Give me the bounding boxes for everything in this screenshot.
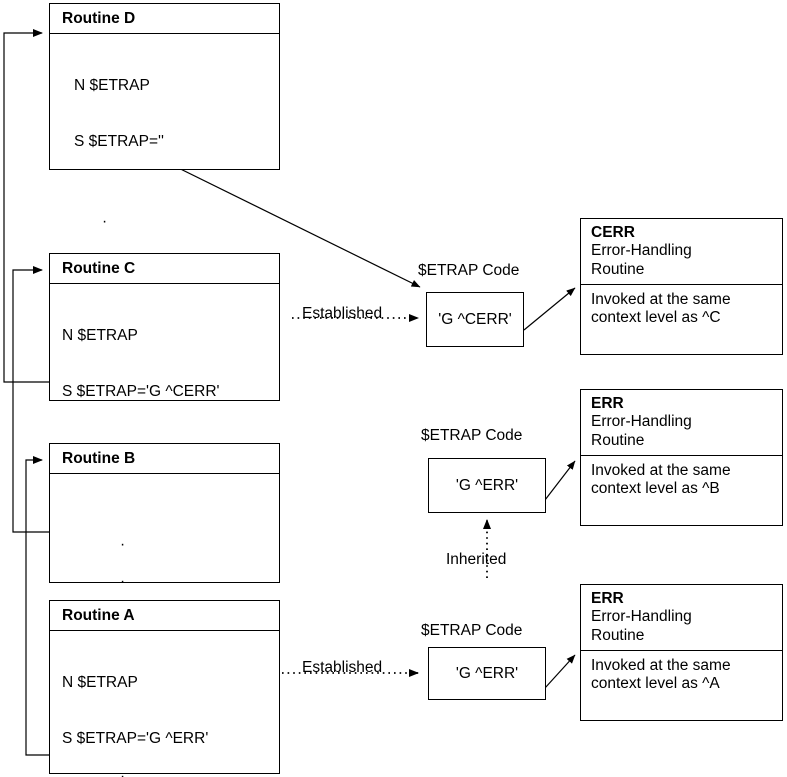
routine-a-header: Routine A	[50, 601, 279, 631]
routine-c-line-2: S $ETRAP='G ^CERR'	[62, 382, 220, 400]
routine-b-box[interactable]: Routine B · · · D ^C · · ·	[49, 443, 280, 777]
routine-a-body: N $ETRAP S $ETRAP='G ^ERR' · · · D ^B	[50, 631, 279, 777]
handler-cerr-top: CERR Error-Handling Routine	[581, 219, 782, 285]
call-edge-b-to-c	[12, 266, 49, 533]
dot: ·	[120, 535, 126, 553]
handler-err-b-top: ERR Error-Handling Routine	[581, 390, 782, 456]
routine-d-header: Routine D	[50, 4, 279, 34]
routine-a-box[interactable]: Routine A N $ETRAP S $ETRAP='G ^ERR' · ·…	[49, 600, 280, 774]
etrap-label-top: $ETRAP Code	[418, 262, 520, 279]
handler-box-err-b[interactable]: ERR Error-Handling Routine Invoked at th…	[580, 389, 783, 526]
edge-label-established-top: Established	[302, 305, 383, 322]
etrap-code-box-err-b[interactable]: 'G ^ERR'	[428, 458, 546, 513]
handler-desc-line-2: Routine	[591, 260, 645, 278]
etrap-to-cerr-edge	[523, 287, 576, 331]
handler-name: ERR	[591, 590, 624, 607]
routine-c-box[interactable]: Routine C N $ETRAP S $ETRAP='G ^CERR' · …	[49, 253, 280, 634]
handler-err-a-note: Invoked at the same context level as ^A	[581, 651, 782, 699]
handler-err-a-top: ERR Error-Handling Routine	[581, 585, 782, 651]
handler-desc-line-1: Error-Handling	[591, 413, 692, 431]
routine-c-header: Routine C	[50, 254, 279, 284]
handler-note-line-2: context level as ^A	[591, 675, 720, 693]
handler-desc-line-1: Error-Handling	[591, 608, 692, 626]
handler-name: ERR	[591, 395, 624, 412]
etrap-to-err-b-edge	[544, 460, 576, 501]
handler-box-cerr[interactable]: CERR Error-Handling Routine Invoked at t…	[580, 218, 783, 355]
etrap-code-text: 'G ^CERR'	[438, 310, 512, 328]
routine-b-header: Routine B	[50, 444, 279, 474]
handler-cerr-note: Invoked at the same context level as ^C	[581, 285, 782, 333]
handler-desc-line-2: Routine	[591, 626, 645, 644]
etrap-code-box-cerr[interactable]: 'G ^CERR'	[426, 292, 524, 347]
routine-d-line-2: S $ETRAP=''	[74, 132, 164, 150]
routine-a-line-2: S $ETRAP='G ^ERR'	[62, 729, 209, 747]
handler-box-err-a[interactable]: ERR Error-Handling Routine Invoked at th…	[580, 584, 783, 721]
handler-note-line-1: Invoked at the same	[591, 290, 731, 308]
etrap-label-bottom: $ETRAP Code	[421, 622, 523, 639]
edge-label-inherited: Inherited	[446, 551, 507, 568]
etrap-label-middle: $ETRAP Code	[421, 427, 523, 444]
call-edge-c-to-d	[3, 29, 49, 383]
call-edge-a-to-b	[25, 456, 49, 756]
handler-desc-line-2: Routine	[591, 431, 645, 449]
routine-d-box[interactable]: Routine D N $ETRAP S $ETRAP='' · · · Err…	[49, 3, 280, 386]
handler-note-line-1: Invoked at the same	[591, 461, 731, 479]
handler-note-line-1: Invoked at the same	[591, 656, 731, 674]
handler-name: CERR	[591, 224, 635, 241]
handler-note-line-2: context level as ^B	[591, 480, 720, 498]
dot: ·	[120, 572, 126, 590]
routine-c-line-1: N $ETRAP	[62, 327, 138, 344]
routine-a-line-1: N $ETRAP	[62, 674, 138, 691]
routine-d-line-1: N $ETRAP	[74, 77, 150, 94]
etrap-code-text: 'G ^ERR'	[455, 664, 519, 682]
handler-note-line-2: context level as ^C	[591, 309, 721, 327]
dot: ·	[102, 213, 108, 231]
handler-err-b-note: Invoked at the same context level as ^B	[581, 456, 782, 504]
etrap-to-err-a-edge	[544, 654, 576, 689]
handler-desc-line-1: Error-Handling	[591, 242, 692, 260]
etrap-code-text: 'G ^ERR'	[455, 476, 519, 494]
etrap-code-box-err-a[interactable]: 'G ^ERR'	[428, 647, 546, 700]
edge-label-established-bottom: Established	[302, 659, 383, 676]
